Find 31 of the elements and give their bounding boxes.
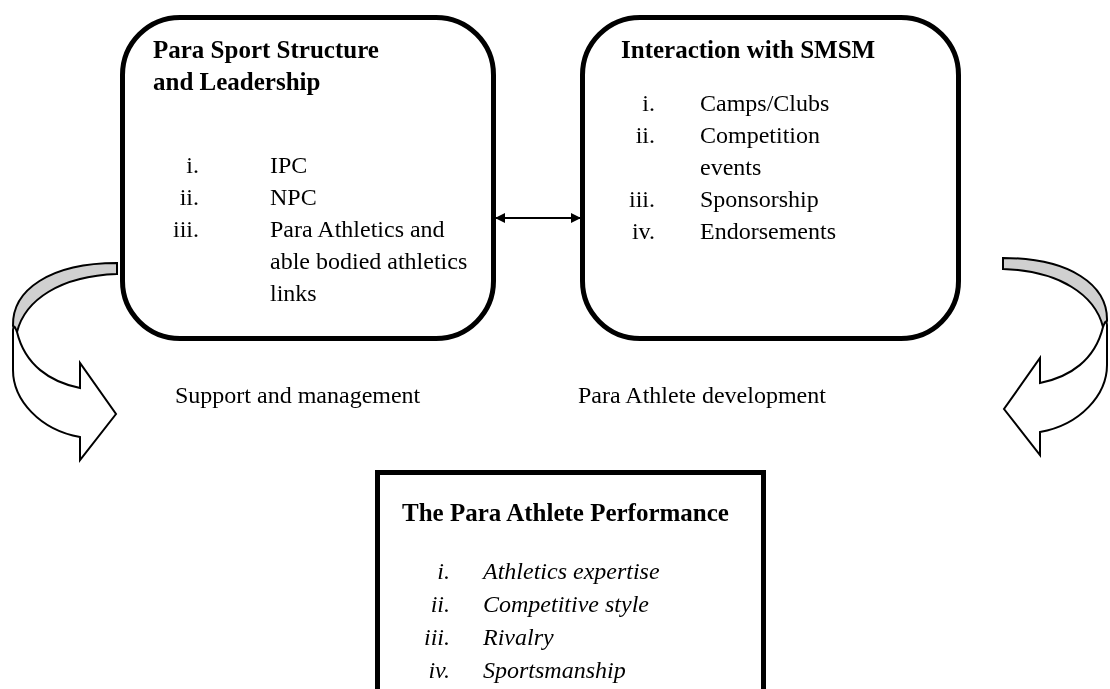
list-item: Rivalry	[483, 623, 555, 652]
double-arrow	[495, 213, 581, 223]
list-numeral: i.	[436, 557, 450, 586]
list-numeral: i.	[185, 151, 199, 180]
box	[375, 470, 766, 689]
list-numeral: iv.	[630, 217, 655, 246]
rounded-box	[120, 15, 496, 341]
list-numeral: iii.	[172, 215, 199, 244]
rounded-box	[580, 15, 961, 341]
box-heading: Interaction with SMSM	[621, 35, 877, 65]
list-item: Endorsements	[700, 217, 837, 246]
list-item: Athletics expertise	[483, 557, 661, 586]
list-numeral: ii.	[178, 183, 199, 212]
list-numeral: iv.	[427, 656, 450, 685]
list-item: Para Athletics and able bodied athletics links	[270, 215, 469, 308]
box-heading: The Para Athlete Performance	[402, 498, 730, 528]
node-label: Para Athlete development	[578, 381, 826, 410]
list-numeral: iii.	[628, 185, 655, 214]
list-item: NPC	[270, 183, 318, 212]
node-label: Support and management	[175, 381, 421, 410]
list-numeral: ii.	[429, 590, 450, 619]
list-item: IPC	[270, 151, 309, 180]
list-numeral: iii.	[423, 623, 450, 652]
list-item: Competitive style	[483, 590, 650, 619]
list-numeral: i.	[641, 89, 655, 118]
list-item: Sportsmanship	[483, 656, 627, 685]
box-heading: Para Sport Structure and Leadership	[153, 35, 380, 97]
list-item: Competition events	[700, 121, 821, 182]
list-numeral: ii.	[634, 121, 655, 150]
list-item: Camps/Clubs	[700, 89, 831, 118]
list-item: Sponsorship	[700, 185, 820, 214]
